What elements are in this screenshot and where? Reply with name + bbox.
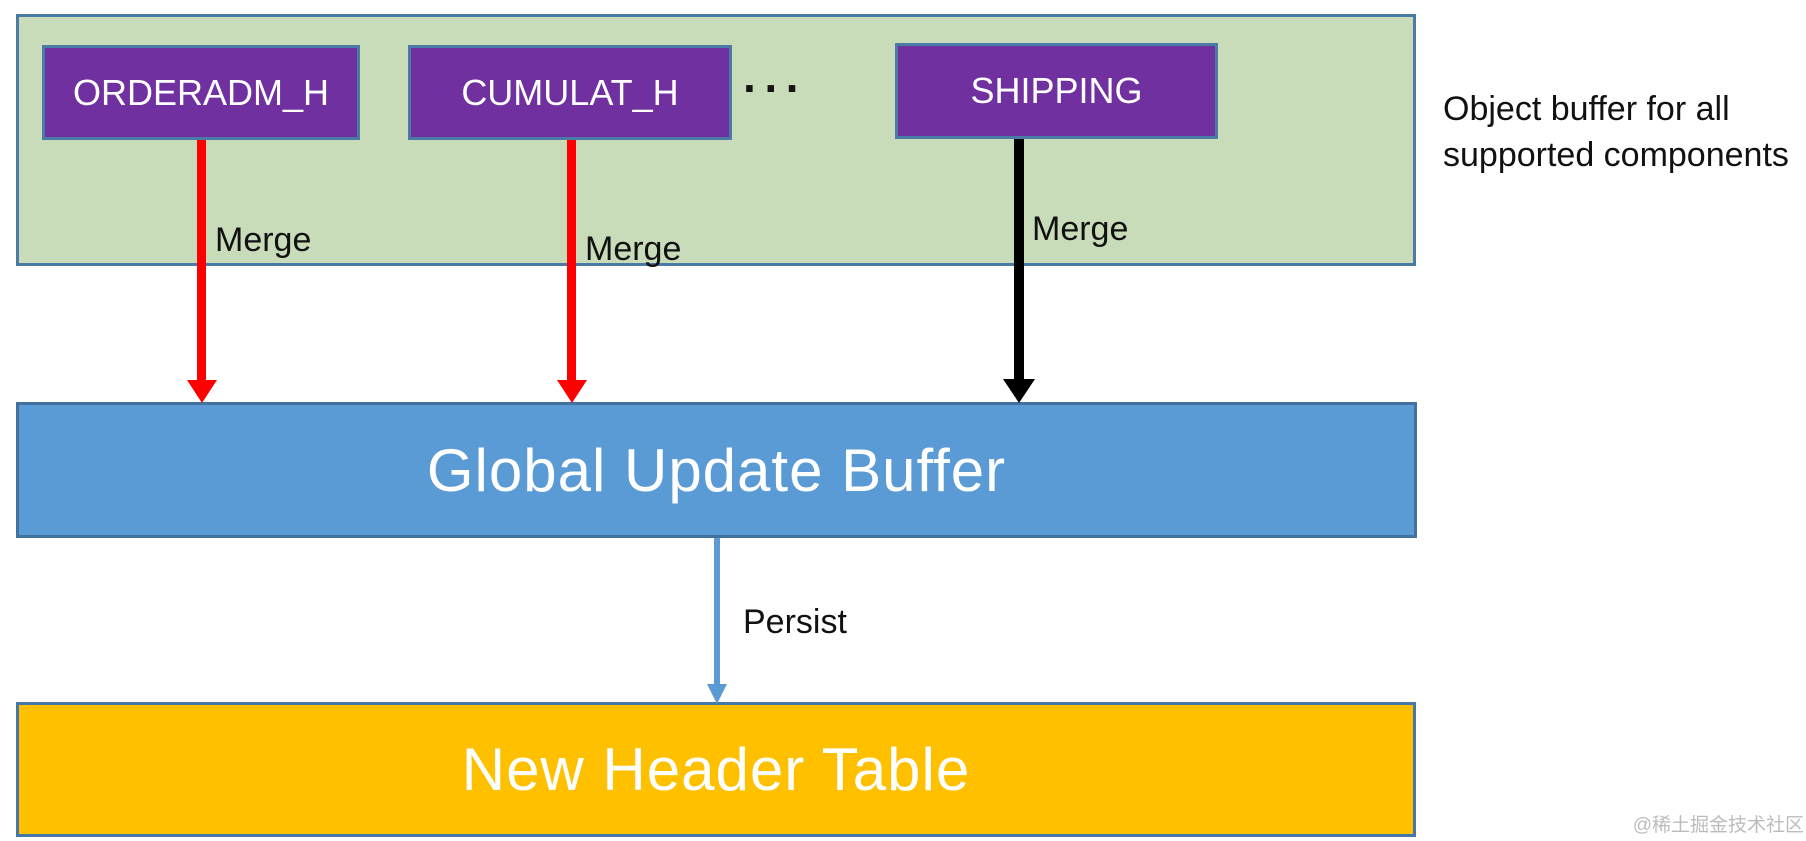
component-box-cumulat-h-label: CUMULAT_H bbox=[461, 71, 679, 113]
merge-arrowhead-shipping bbox=[1003, 379, 1035, 403]
component-box-cumulat-h: CUMULAT_H bbox=[408, 45, 732, 140]
component-box-shipping-label: SHIPPING bbox=[970, 70, 1143, 111]
merge-arrow-shipping bbox=[1014, 139, 1024, 379]
merge-label-shipping: Merge bbox=[1032, 210, 1129, 248]
merge-arrowhead-orderadm bbox=[187, 380, 217, 403]
global-update-buffer-box: Global Update Buffer bbox=[16, 402, 1417, 538]
component-box-shipping: SHIPPING bbox=[895, 43, 1218, 139]
component-box-orderadm-h-label: ORDERADM_H bbox=[72, 71, 330, 113]
watermark-text: @稀土掘金技术社区 bbox=[1632, 815, 1804, 836]
persist-label: Persist bbox=[743, 603, 847, 641]
new-header-table-label: New Header Table bbox=[461, 736, 971, 803]
merge-arrow-cumulat bbox=[567, 140, 576, 380]
merge-arrowhead-cumulat bbox=[557, 380, 587, 403]
object-buffer-annotation: Object buffer for all supported componen… bbox=[1443, 86, 1803, 178]
persist-arrowhead bbox=[707, 684, 727, 704]
more-components-ellipsis: ··· bbox=[743, 62, 807, 114]
persist-arrow bbox=[714, 538, 720, 684]
merge-label-cumulat: Merge bbox=[585, 230, 682, 268]
new-header-table-box: New Header Table bbox=[16, 702, 1416, 837]
annotation-line-1: Object buffer for all bbox=[1443, 90, 1730, 128]
global-update-buffer-label: Global Update Buffer bbox=[426, 436, 1007, 504]
component-box-orderadm-h: ORDERADM_H bbox=[42, 45, 360, 140]
merge-arrow-orderadm bbox=[197, 140, 206, 380]
merge-label-orderadm: Merge bbox=[215, 221, 312, 259]
annotation-line-2: supported components bbox=[1443, 136, 1789, 174]
